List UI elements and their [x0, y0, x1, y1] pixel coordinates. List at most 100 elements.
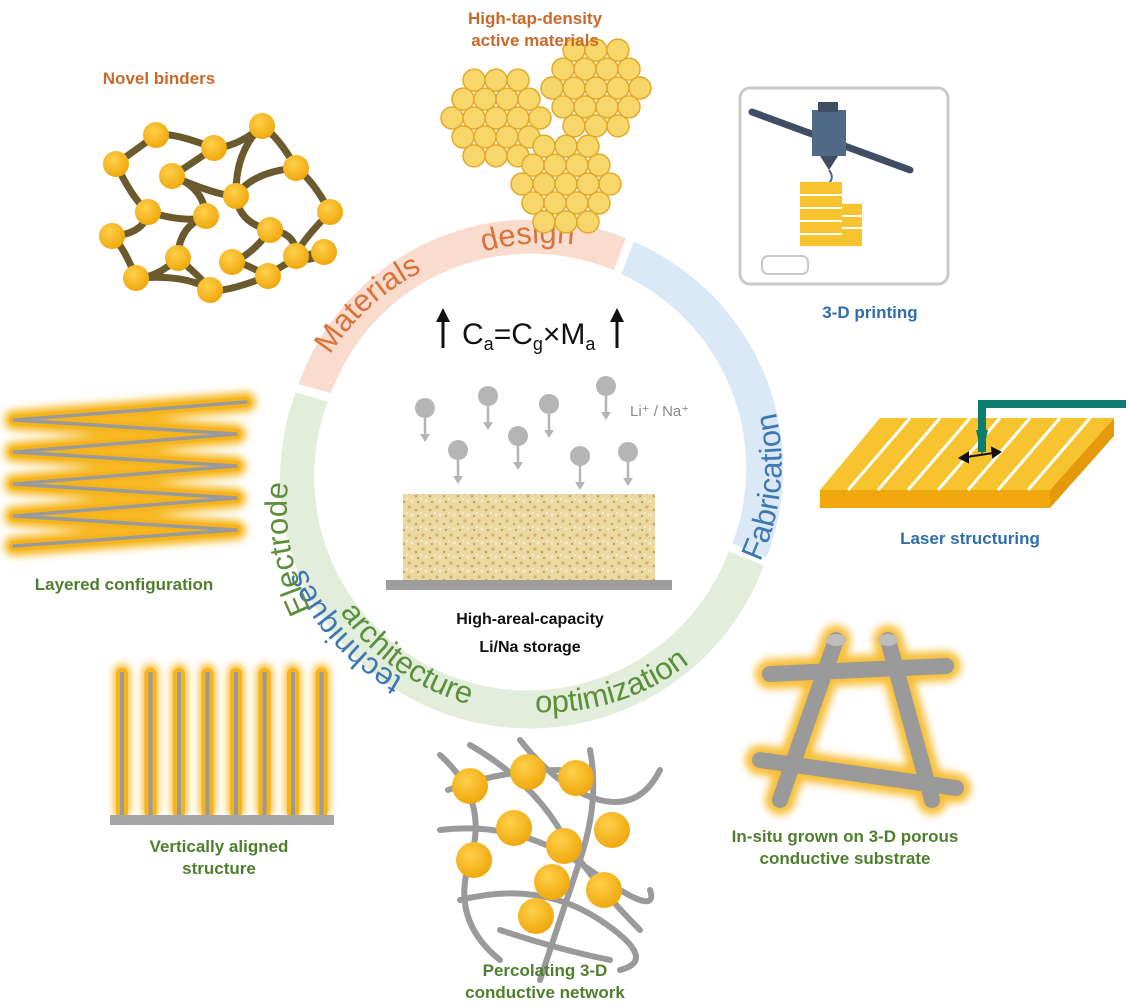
label-vertically-aligned: Vertically aligned structure — [124, 836, 314, 880]
binder-particle — [103, 151, 129, 177]
tap-particle — [617, 95, 641, 119]
network-particle — [496, 810, 532, 846]
insitu-substrate-illustration — [745, 625, 971, 815]
label-high-tap-density: High-tap-density active materials — [430, 8, 640, 52]
tap-particle — [584, 114, 608, 138]
rod-core — [234, 672, 238, 818]
center-ring — [280, 219, 784, 729]
ion-arrow-head — [623, 478, 633, 486]
rod-core — [205, 672, 210, 818]
up-arrow-icon — [610, 308, 624, 348]
svg-text:Ca=Cg×Ma: Ca=Cg×Ma — [462, 318, 596, 354]
tap-particle — [628, 76, 652, 100]
ion-arrow-head — [420, 434, 430, 442]
equation-times-m: ×M — [543, 318, 586, 351]
ion-arrow-head — [483, 422, 493, 430]
label-insitu-substrate-line1: In-situ grown on 3-D porous — [731, 827, 959, 846]
label-3d-printing: 3-D printing — [822, 303, 918, 322]
label-insitu-substrate-line2: conductive substrate — [759, 849, 931, 868]
binder-particle — [201, 135, 227, 161]
binder-particle — [197, 277, 223, 303]
tap-particle — [517, 87, 541, 111]
ion-sphere — [570, 446, 590, 466]
ion-sphere — [478, 386, 498, 406]
binder-particle — [311, 239, 337, 265]
svg-text:Fabrication: Fabrication — [734, 411, 788, 565]
binder-particle — [219, 249, 245, 275]
vertically-aligned-illustration — [110, 664, 334, 825]
binder-particle — [135, 199, 161, 225]
equation-sub-a: a — [484, 334, 495, 354]
network-particle — [558, 760, 594, 796]
label-insitu-substrate: In-situ grown on 3-D porous conductive s… — [700, 826, 990, 870]
tap-particle — [587, 191, 611, 215]
ring-label-fabrication: Fabrication — [734, 411, 788, 565]
center-equation: Ca=Cg×Ma — [436, 308, 624, 354]
binder-particle — [249, 113, 275, 139]
tap-particle — [462, 144, 486, 168]
binder-particle — [257, 217, 283, 243]
ion-sphere — [415, 398, 435, 418]
label-laser-structuring: Laser structuring — [900, 529, 1040, 548]
ion-arrow-head — [453, 476, 463, 484]
ion-arrow-head — [544, 430, 554, 438]
double-arrow-icon — [957, 446, 1002, 464]
ion-sphere — [448, 440, 468, 460]
ion — [415, 398, 435, 442]
tap-particle — [606, 114, 630, 138]
label-vertically-aligned-line1: Vertically aligned — [149, 837, 289, 856]
tap-particle — [617, 57, 641, 81]
tap-particle — [576, 134, 600, 158]
label-vertically-aligned-line2: structure — [182, 859, 256, 878]
ion — [478, 386, 498, 430]
binder-particle — [283, 155, 309, 181]
network-particle — [452, 768, 488, 804]
binder-particle — [283, 243, 309, 269]
ion-arrow-head — [575, 482, 585, 490]
3d-printer-illustration — [738, 86, 950, 286]
binder-particle — [99, 223, 125, 249]
tap-particle — [598, 172, 622, 196]
equation-sub-g: g — [533, 334, 543, 354]
rod-core — [291, 672, 295, 818]
binder-particle — [193, 203, 219, 229]
rod-core — [262, 672, 267, 818]
tap-particle — [506, 68, 530, 92]
ion-sphere — [539, 394, 559, 414]
binder-particle — [143, 122, 169, 148]
ring-segment-materials — [298, 219, 626, 394]
tap-particle — [528, 106, 552, 130]
label-percolating-network-line2: conductive network — [465, 983, 625, 1002]
label-layered-configuration: Layered configuration — [34, 575, 214, 594]
network-particle — [534, 864, 570, 900]
center-caption-line1: High-areal-capacity — [456, 611, 604, 628]
rod-core — [319, 672, 324, 818]
ion — [539, 394, 559, 438]
tap-particle — [562, 114, 586, 138]
ion-sphere — [596, 376, 616, 396]
binder-particle — [317, 199, 343, 225]
network-particle — [594, 812, 630, 848]
binder-particle — [123, 265, 149, 291]
ion — [596, 376, 616, 420]
binder-particle — [255, 263, 281, 289]
ion-sphere — [618, 442, 638, 462]
equation-equals: = — [494, 318, 512, 351]
binder-particle — [159, 163, 185, 189]
novel-binders-illustration — [99, 113, 343, 303]
binder-particle — [223, 183, 249, 209]
rod-core — [120, 672, 124, 818]
tap-particle — [587, 153, 611, 177]
network-particle — [586, 872, 622, 908]
ion — [448, 440, 468, 484]
label-percolating-network-line1: Percolating 3-D — [482, 961, 608, 980]
ion — [618, 442, 638, 486]
ion-label: Li⁺ / Na⁺ — [630, 403, 689, 420]
tap-particle — [484, 144, 508, 168]
equation-cg: C — [511, 318, 533, 351]
tap-particle — [576, 210, 600, 234]
ion — [570, 446, 590, 490]
network-particle — [518, 898, 554, 934]
network-particle — [456, 842, 492, 878]
